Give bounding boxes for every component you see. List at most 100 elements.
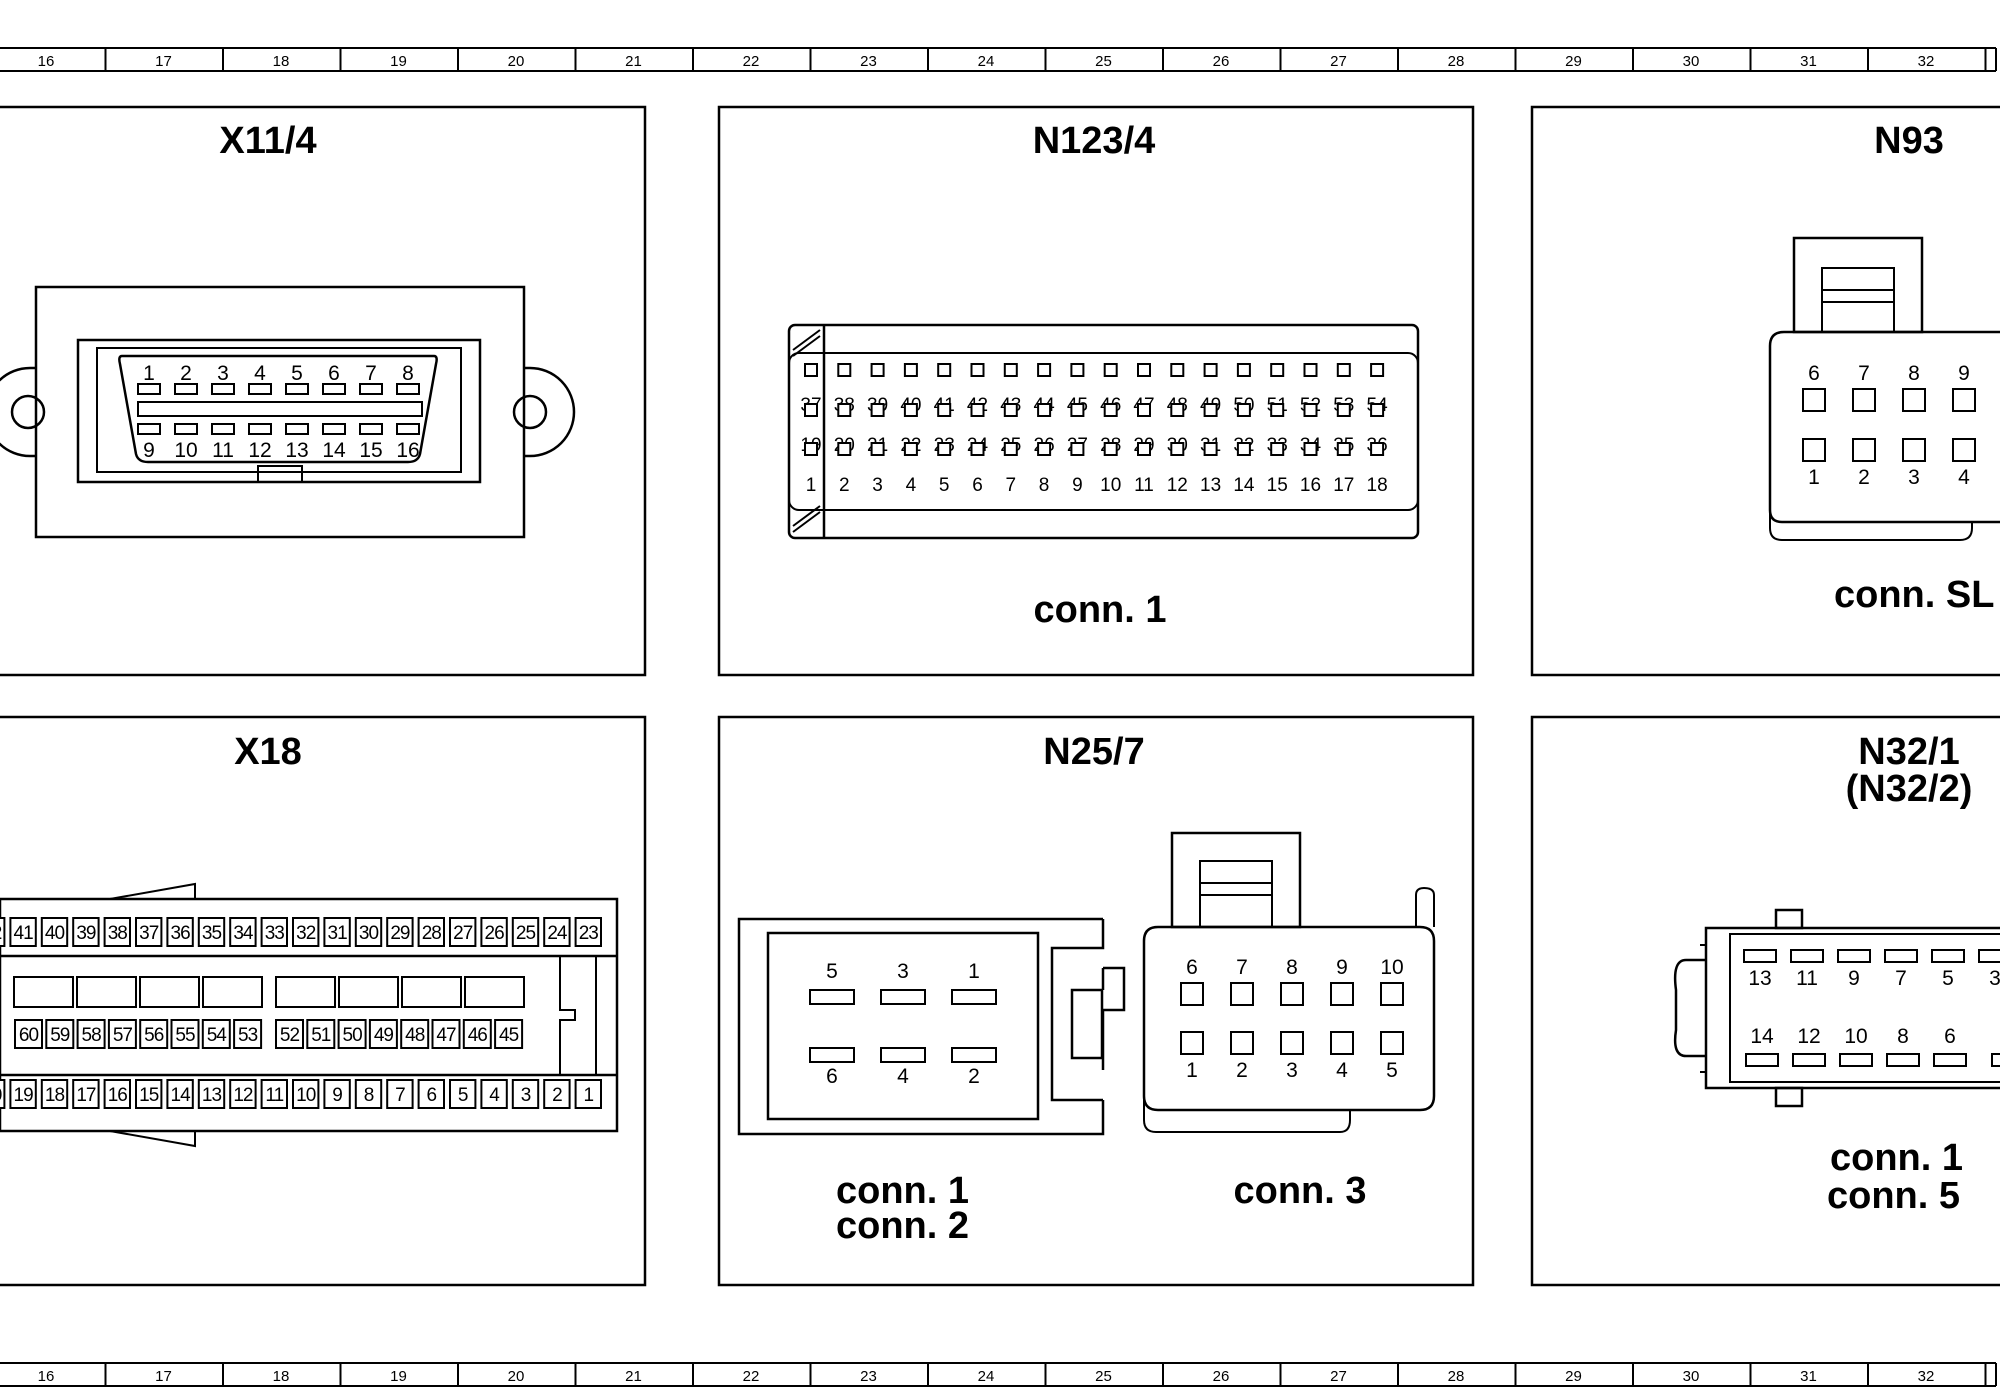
pin-cell xyxy=(170,1019,200,1049)
pin xyxy=(322,383,346,395)
pin-cell xyxy=(323,1079,351,1109)
pin xyxy=(880,989,926,1005)
pin xyxy=(1170,403,1185,417)
pin xyxy=(1336,403,1351,417)
pin xyxy=(970,442,985,456)
pin-label: 2 xyxy=(839,475,850,496)
pin xyxy=(1103,442,1118,456)
panel-title: X11/4 xyxy=(219,120,316,162)
pin-label: 8 xyxy=(1908,362,1920,385)
pin xyxy=(1952,438,1976,462)
pin-cell xyxy=(107,1019,137,1049)
ruler-number: 22 xyxy=(743,53,760,70)
pin xyxy=(804,403,818,417)
pin-label: 11 xyxy=(1134,475,1154,496)
pin-cell xyxy=(386,917,414,947)
ruler-number: 30 xyxy=(1683,1368,1700,1385)
pin-label: 2 xyxy=(968,1065,980,1088)
pin-cell xyxy=(543,1079,571,1109)
ruler-number: 29 xyxy=(1565,53,1582,70)
pin-label: 30 xyxy=(359,923,379,944)
pin-label: 7 xyxy=(1895,967,1907,990)
pin-cell xyxy=(14,1019,43,1049)
pin xyxy=(1303,403,1318,417)
pin-label: 5 xyxy=(458,1085,468,1106)
pin xyxy=(880,1047,926,1063)
pin-label: 7 xyxy=(1236,956,1248,979)
ruler-number: 19 xyxy=(390,53,407,70)
pin xyxy=(837,442,852,456)
pin-label: 14 xyxy=(171,1085,192,1106)
pin-cell xyxy=(400,1019,430,1049)
pin-label: 55 xyxy=(175,1025,195,1046)
pin-label: 9 xyxy=(143,439,155,462)
pin-label: 2 xyxy=(1236,1059,1248,1082)
ruler-number: 24 xyxy=(978,1368,995,1385)
pin-cell xyxy=(462,1019,492,1049)
pin xyxy=(1370,442,1385,456)
pin xyxy=(211,383,235,395)
pin xyxy=(1280,1031,1304,1055)
pin xyxy=(870,403,885,417)
pin-label: 40 xyxy=(45,923,65,944)
ruler-number: 20 xyxy=(508,1368,525,1385)
pin xyxy=(1070,442,1085,456)
pin xyxy=(1270,403,1285,417)
pin-cell xyxy=(574,917,602,947)
pin xyxy=(1933,1053,1967,1067)
ruler-number: 21 xyxy=(625,53,642,70)
pin xyxy=(1170,363,1185,377)
pin-label: 58 xyxy=(82,1025,102,1046)
ruler-number: 28 xyxy=(1448,53,1465,70)
pin-cell xyxy=(0,917,6,947)
ruler-number: 22 xyxy=(743,1368,760,1385)
pin-label: 35 xyxy=(202,923,222,944)
pin xyxy=(903,442,918,456)
pin-label: 6 xyxy=(1808,362,1820,385)
blank-cavity xyxy=(139,976,200,1008)
pin-cell xyxy=(574,1079,602,1109)
pin-label: 14 xyxy=(1233,475,1255,496)
pin xyxy=(248,383,272,395)
pin-label: 8 xyxy=(1039,475,1050,496)
pin-cell xyxy=(386,1079,414,1109)
pin-cell xyxy=(449,1079,477,1109)
ruler-number: 25 xyxy=(1095,1368,1112,1385)
pin-label: 5 xyxy=(1386,1059,1398,1082)
pin-label: 37 xyxy=(139,923,159,944)
pin xyxy=(1180,982,1204,1006)
pin-label: 8 xyxy=(364,1085,374,1106)
pin xyxy=(1230,982,1254,1006)
pin-cell xyxy=(139,1019,169,1049)
pin-label: 50 xyxy=(343,1025,363,1046)
conn-label-2: conn. 2 xyxy=(836,1205,969,1247)
pin-label: 6 xyxy=(427,1085,437,1106)
pin xyxy=(970,403,985,417)
panel-title: N123/4 xyxy=(1033,120,1156,162)
pin-label: 9 xyxy=(1072,475,1083,496)
pin-label: 17 xyxy=(76,1085,96,1106)
pin-label: 6 xyxy=(1944,1025,1956,1048)
pin-label: 60 xyxy=(19,1025,39,1046)
pin-label: 16 xyxy=(396,439,419,462)
pin-label: 1 xyxy=(806,475,817,496)
pin-label: 18 xyxy=(1367,475,1388,496)
pin-label: 14 xyxy=(1750,1025,1774,1048)
pin-label: 26 xyxy=(485,923,505,944)
pin-label: 7 xyxy=(395,1085,405,1106)
pin-label: 2 xyxy=(552,1085,562,1106)
ruler-number: 18 xyxy=(273,53,290,70)
pin xyxy=(1792,1053,1826,1067)
pin-label: 3 xyxy=(217,362,229,385)
pin xyxy=(1839,1053,1873,1067)
pin-label: 57 xyxy=(113,1025,133,1046)
pin-cell xyxy=(0,1079,6,1109)
pin xyxy=(1103,403,1118,417)
pin-cell xyxy=(337,1019,367,1049)
